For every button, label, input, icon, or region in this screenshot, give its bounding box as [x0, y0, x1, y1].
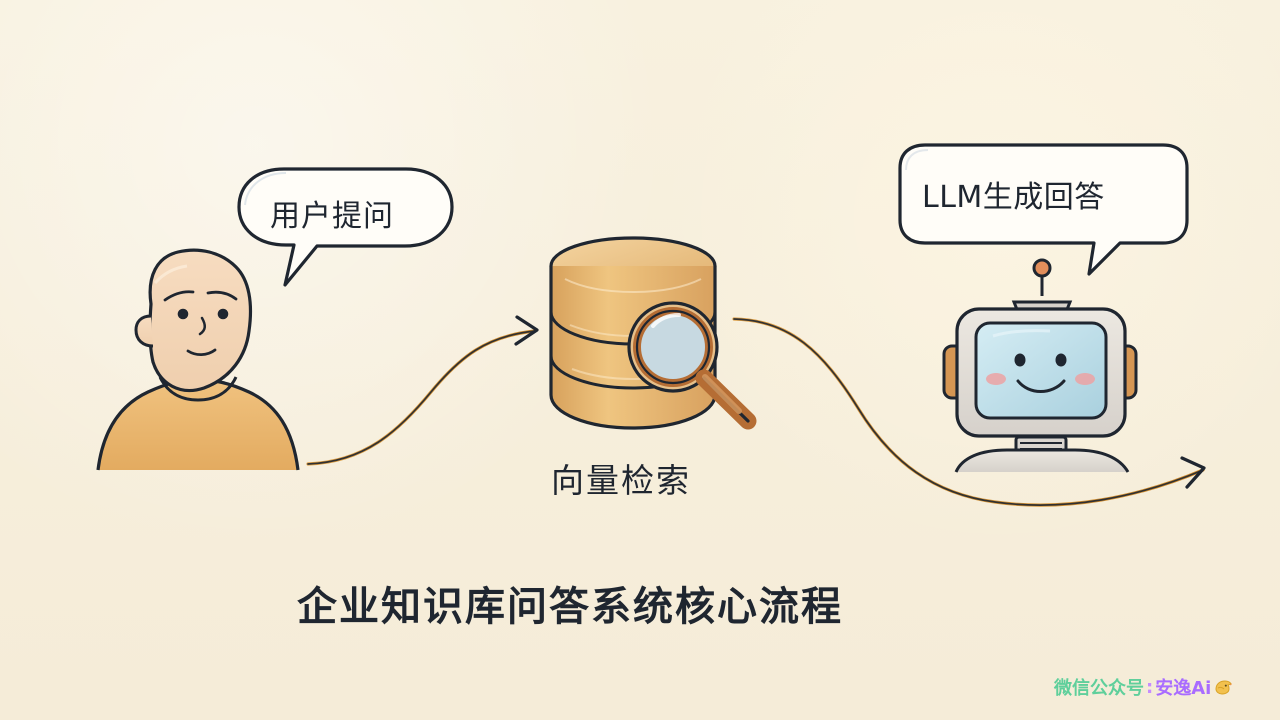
magnifier-icon — [627, 301, 757, 430]
user-question-label: 用户提问 — [270, 199, 394, 234]
llm-answer-label: LLM生成回答 — [922, 180, 1105, 215]
speech-bubble-right — [898, 143, 1189, 276]
arrow-icon-left — [306, 315, 539, 466]
robot-icon — [942, 258, 1138, 473]
speech-bubble-left — [237, 167, 454, 287]
watermark-brand: 安逸Ai — [1155, 678, 1212, 699]
diagram-title: 企业知识库问答系统核心流程 — [297, 584, 843, 630]
person-icon — [96, 248, 300, 471]
bird-icon — [1215, 680, 1233, 695]
watermark-separator: : — [1146, 676, 1154, 698]
watermark: 微信公众号 : 安逸Ai — [1054, 674, 1233, 700]
watermark-prefix: 微信公众号 — [1054, 678, 1144, 699]
arrow-icon-right — [732, 317, 1206, 507]
vector-search-label: 向量检索 — [551, 461, 691, 500]
